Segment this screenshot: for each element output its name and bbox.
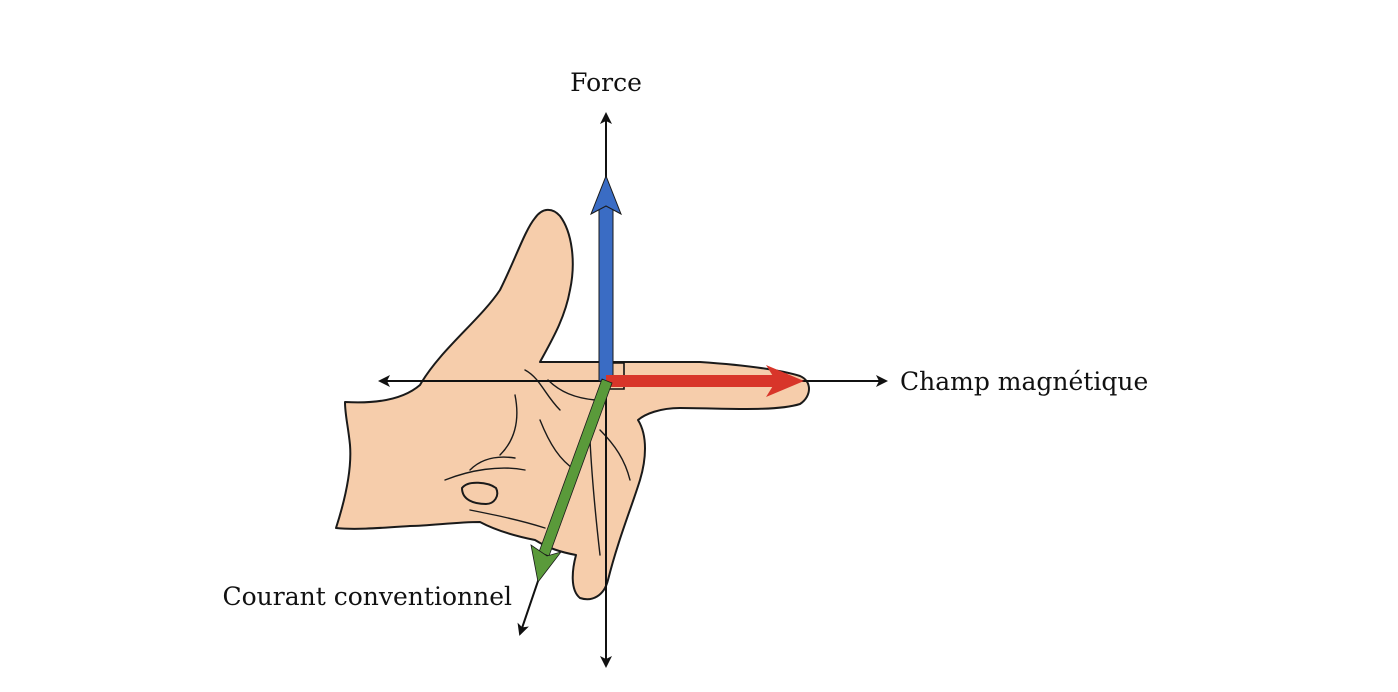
magnetic-field-vector [606, 365, 804, 397]
magnetic-field-vector-shaft [606, 375, 776, 387]
current-label: Courant conventionnel [223, 582, 513, 611]
force-vector [590, 174, 622, 382]
magnetic-field-label: Champ magnétique [900, 367, 1148, 396]
force-label: Force [570, 68, 642, 97]
force-vector-shaft [598, 204, 614, 382]
hand-palm-shape [335, 208, 810, 601]
left-hand-icon [335, 208, 810, 601]
hand-crease-lines [444, 369, 631, 556]
thumb-nail-shape [461, 481, 499, 505]
force-vector-head [590, 174, 622, 216]
magnetic-field-vector-head [766, 365, 804, 397]
current-vector [530, 378, 613, 583]
current-vector-head [530, 544, 563, 583]
